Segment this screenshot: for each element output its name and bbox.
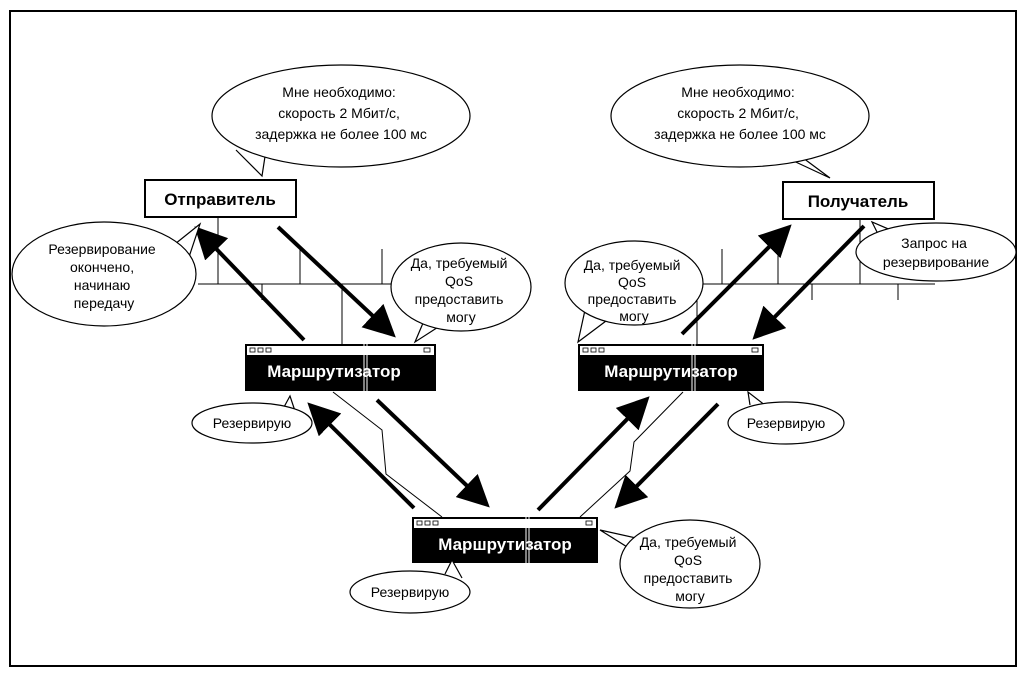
arrows	[194, 224, 866, 512]
bubble-receiver-request-text: Запрос на резервирование	[883, 235, 990, 270]
bubble-text-line: могу	[675, 588, 705, 604]
bubble-sender-need-text: Мне необходимо: скорость 2 Мбит/с, задер…	[255, 84, 427, 142]
speech-bubbles	[11, 64, 1017, 614]
router-right: Маршрутизатор	[578, 344, 764, 391]
bubble-router-right-reserve-text: Резервирую	[747, 415, 825, 431]
bubble-text-line: начинаю	[74, 277, 130, 293]
bubble-text-line: предоставить	[644, 570, 733, 586]
arrow-resv-left-router-to-sender	[194, 226, 306, 342]
bubble-text-line: окончено,	[70, 259, 134, 275]
arrow-resv-right-to-bottom-router	[614, 402, 720, 509]
bubble-text-line: Запрос на	[901, 235, 967, 251]
router-left-label: Маршрутизатор	[267, 362, 401, 381]
bubble-router-left-reserve	[191, 402, 313, 444]
bubble-router-bottom-reserve-text: Резервирую	[371, 584, 449, 600]
arrow-path-sender-to-left-router	[276, 225, 396, 338]
bubble-text-line: Да, требуемый	[584, 257, 681, 273]
bubble-text-line: предоставить	[415, 291, 504, 307]
bubble-text-line: Да, требуемый	[640, 534, 737, 550]
bubble-router-bottom-qos-text: Да, требуемый QoS предоставить могу	[640, 534, 741, 604]
router-bottom: Маршрутизатор	[412, 517, 598, 563]
bubble-router-left-qos	[390, 242, 532, 332]
bubble-sender-done-text: Резервирование окончено, начинаю передач…	[48, 241, 159, 311]
bubble-text-line: Да, требуемый	[411, 255, 508, 271]
arrow-resv-bottom-to-left-router	[307, 402, 416, 510]
router-left: Маршрутизатор	[245, 344, 436, 391]
bubble-text-line: QoS	[445, 273, 473, 289]
bubble-router-bottom-qos	[619, 519, 761, 609]
bubble-router-bottom-reserve	[349, 570, 471, 614]
bubble-sender-need	[211, 64, 471, 168]
bubble-text-line: могу	[446, 309, 476, 325]
bubble-text-line: скорость 2 Мбит/с,	[677, 105, 799, 121]
bubble-text-line: задержка не более 100 мс	[255, 126, 427, 142]
bubble-router-right-qos	[564, 240, 704, 326]
network-lines	[198, 218, 935, 518]
bubble-text-line: QoS	[618, 274, 646, 290]
arrow-path-left-to-bottom-router	[375, 398, 490, 508]
sender-label: Отправитель	[164, 190, 276, 209]
receiver-box: Получатель	[782, 181, 935, 220]
bubble-text-line: передачу	[74, 295, 135, 311]
bubble-text-line: QoS	[674, 552, 702, 568]
bubble-router-left-qos-text: Да, требуемый QoS предоставить могу	[411, 255, 512, 325]
bubble-router-right-qos-text: Да, требуемый QoS предоставить могу	[584, 257, 685, 324]
arrow-path-right-router-to-receiver	[680, 224, 792, 336]
router-right-label: Маршрутизатор	[604, 362, 738, 381]
bubble-receiver-need-text: Мне необходимо: скорость 2 Мбит/с, задер…	[654, 84, 826, 142]
bubble-text-line: Мне необходимо:	[282, 84, 396, 100]
router-bottom-label: Маршрутизатор	[438, 535, 572, 554]
bubble-text-line: резервирование	[883, 254, 990, 270]
bubble-text-line: задержка не более 100 мс	[654, 126, 826, 142]
bubble-texts: Мне необходимо: скорость 2 Мбит/с, задер…	[48, 84, 989, 604]
bubble-text-line: предоставить	[588, 291, 677, 307]
receiver-label: Получатель	[808, 192, 909, 211]
bubble-text-line: Резервирование	[48, 241, 155, 257]
bubble-receiver-need	[610, 64, 870, 168]
frame-border	[9, 10, 1017, 667]
bubble-router-right-reserve	[727, 401, 845, 445]
bubble-router-left-reserve-text: Резервирую	[213, 415, 291, 431]
bubble-text-line: скорость 2 Мбит/с,	[278, 105, 400, 121]
bubble-receiver-request	[855, 222, 1017, 282]
arrow-resv-receiver-to-right-router	[752, 224, 866, 340]
arrow-path-bottom-to-right-router	[536, 396, 650, 512]
sender-box: Отправитель	[144, 179, 297, 218]
bubble-text-line: Мне необходимо:	[681, 84, 795, 100]
bubble-text-line: могу	[619, 308, 649, 324]
bubble-sender-done	[11, 221, 197, 327]
